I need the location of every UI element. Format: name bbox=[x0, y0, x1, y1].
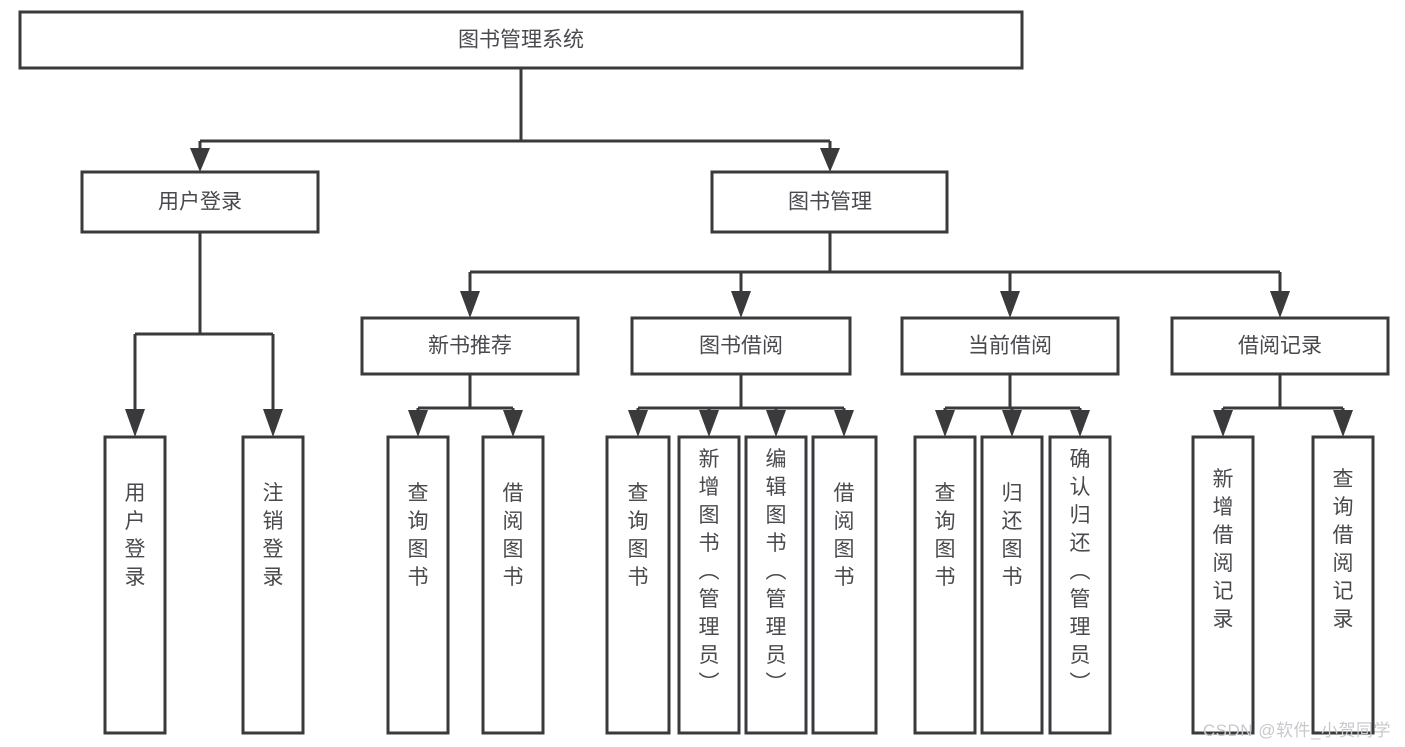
leaf-edit-book[interactable]: 编辑图书︵管理员︶ bbox=[744, 435, 808, 735]
leaf-confirm-return-label: 确认归还︵管理员︶ bbox=[1070, 448, 1091, 695]
arrow-head-leaf-add-book bbox=[699, 410, 719, 437]
leaf-query-book-rec-label: 查询图书 bbox=[408, 482, 429, 589]
node-user-login[interactable]: 用户登录 bbox=[80, 170, 320, 234]
leaf-return-book-box[interactable] bbox=[980, 435, 1044, 735]
csdn-watermark: CSDN @软件_小贺同学 bbox=[1202, 721, 1391, 740]
leaf-query-book-rec-box[interactable] bbox=[386, 435, 450, 735]
leaf-borrow-book-rec-box[interactable] bbox=[481, 435, 545, 735]
leaf-query-record[interactable]: 查询借阅记录 bbox=[1311, 435, 1375, 735]
leaf-add-book-label: 新增图书︵管理员︶ bbox=[699, 448, 720, 695]
leaf-add-record[interactable]: 新增借阅记录 bbox=[1191, 435, 1255, 735]
leaf-query-book-bor[interactable]: 查询图书 bbox=[605, 435, 671, 735]
leaf-query-record-box[interactable] bbox=[1311, 435, 1375, 735]
leaf-add-record-label: 新增借阅记录 bbox=[1213, 468, 1234, 631]
node-book-manage-label: 图书管理 bbox=[788, 191, 872, 214]
leaf-query-book-rec[interactable]: 查询图书 bbox=[386, 435, 450, 735]
arrow-head-leaf-query-record bbox=[1333, 410, 1353, 437]
arrow-head-leaf-query-book-cur bbox=[935, 410, 955, 437]
node-current-borrow-label: 当前借阅 bbox=[968, 335, 1052, 358]
leaf-user-login-label: 用户登录 bbox=[125, 482, 146, 589]
leaf-query-book-bor-box[interactable] bbox=[605, 435, 671, 735]
node-book-manage[interactable]: 图书管理 bbox=[710, 170, 949, 234]
node-root[interactable]: 图书管理系统 bbox=[18, 10, 1024, 70]
leaf-edit-book-box[interactable] bbox=[744, 435, 808, 735]
arrow-head-book-manage bbox=[820, 148, 840, 172]
node-book-borrow-label: 图书借阅 bbox=[699, 335, 783, 358]
node-new-book-recommend-box[interactable] bbox=[360, 316, 580, 376]
leaf-add-record-box[interactable] bbox=[1191, 435, 1255, 735]
leaf-return-book-label: 归还图书 bbox=[1002, 482, 1023, 589]
arrow-head-new-book-recommend bbox=[460, 291, 480, 318]
arrow-head-leaf-query-book-rec bbox=[408, 410, 428, 437]
arrow-head-leaf-user-login bbox=[125, 409, 145, 437]
arrow-head-user-login bbox=[190, 148, 210, 172]
leaf-query-record-label: 查询借阅记录 bbox=[1333, 468, 1354, 631]
connector-group-current-borrow bbox=[935, 374, 1090, 437]
node-current-borrow[interactable]: 当前借阅 bbox=[900, 316, 1120, 376]
arrow-head-leaf-query-book-bor bbox=[628, 410, 648, 437]
connector-group-book-borrow bbox=[628, 374, 854, 437]
arrow-head-leaf-return-book bbox=[1002, 410, 1022, 437]
node-new-book-recommend[interactable]: 新书推荐 bbox=[360, 316, 580, 376]
arrow-head-leaf-borrow-book-bor bbox=[834, 410, 854, 437]
node-book-borrow-box[interactable] bbox=[630, 316, 852, 376]
arrow-head-current-borrow bbox=[1000, 291, 1020, 318]
leaf-query-book-bor-label: 查询图书 bbox=[628, 482, 649, 589]
arrow-head-borrow-record bbox=[1270, 291, 1290, 318]
node-user-login-box[interactable] bbox=[80, 170, 320, 234]
leaf-add-book[interactable]: 新增图书︵管理员︶ bbox=[677, 435, 741, 735]
arrow-head-leaf-add-record bbox=[1213, 410, 1233, 437]
connector-group-new-book-recommend bbox=[408, 374, 523, 437]
leaf-edit-book-label: 编辑图书︵管理员︶ bbox=[766, 448, 787, 695]
leaf-user-login[interactable]: 用户登录 bbox=[103, 435, 167, 735]
leaf-query-book-cur-box[interactable] bbox=[913, 435, 977, 735]
leaf-confirm-return[interactable]: 确认归还︵管理员︶ bbox=[1048, 435, 1112, 735]
node-new-book-recommend-label: 新书推荐 bbox=[428, 335, 512, 358]
node-current-borrow-box[interactable] bbox=[900, 316, 1120, 376]
arrow-head-leaf-logout bbox=[263, 409, 283, 437]
node-book-borrow[interactable]: 图书借阅 bbox=[630, 316, 852, 376]
arrow-head-book-borrow bbox=[731, 291, 751, 318]
leaf-add-book-box[interactable] bbox=[677, 435, 741, 735]
leaf-return-book[interactable]: 归还图书 bbox=[980, 435, 1044, 735]
arrow-head-leaf-edit-book bbox=[766, 410, 786, 437]
leaf-logout[interactable]: 注销登录 bbox=[241, 435, 305, 735]
connector-group-book-manage bbox=[460, 232, 1290, 318]
leaf-logout-box[interactable] bbox=[241, 435, 305, 735]
leaf-borrow-book-bor-label: 借阅图书 bbox=[834, 482, 855, 589]
connector-group-root bbox=[190, 68, 840, 172]
node-user-login-label: 用户登录 bbox=[158, 191, 242, 214]
arrow-head-leaf-confirm-return bbox=[1070, 410, 1090, 437]
leaf-user-login-box[interactable] bbox=[103, 435, 167, 735]
leaf-query-book-cur-label: 查询图书 bbox=[935, 482, 956, 589]
leaf-borrow-book-rec-label: 借阅图书 bbox=[503, 482, 524, 589]
leaf-borrow-book-rec[interactable]: 借阅图书 bbox=[481, 435, 545, 735]
node-root-box[interactable] bbox=[18, 10, 1024, 70]
leaf-borrow-book-bor[interactable]: 借阅图书 bbox=[811, 435, 878, 735]
node-borrow-record[interactable]: 借阅记录 bbox=[1170, 316, 1390, 376]
node-borrow-record-box[interactable] bbox=[1170, 316, 1390, 376]
leaf-logout-label: 注销登录 bbox=[263, 482, 284, 589]
node-root-label: 图书管理系统 bbox=[458, 29, 584, 52]
connector-group-user-login bbox=[125, 232, 283, 437]
leaf-confirm-return-box[interactable] bbox=[1048, 435, 1112, 735]
node-borrow-record-label: 借阅记录 bbox=[1238, 335, 1322, 358]
arrow-head-leaf-borrow-book-rec bbox=[503, 410, 523, 437]
leaf-query-book-cur[interactable]: 查询图书 bbox=[913, 435, 977, 735]
leaf-borrow-book-bor-box[interactable] bbox=[811, 435, 878, 735]
node-book-manage-box[interactable] bbox=[710, 170, 949, 234]
connector-group-borrow-record bbox=[1213, 374, 1353, 437]
